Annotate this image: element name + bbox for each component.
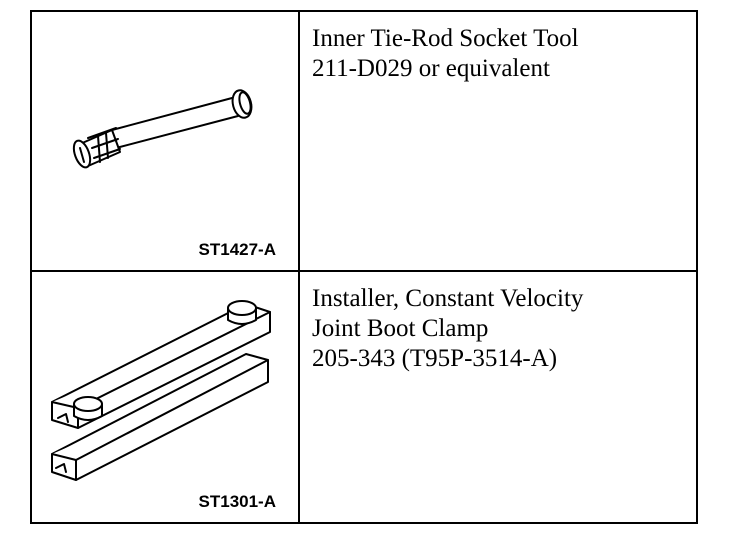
boot-clamp-installer-icon	[51, 300, 271, 481]
tool-row-boot-clamp-installer: ST1301-A Installer, Constant Velocity Jo…	[32, 272, 696, 522]
description-cell: Inner Tie-Rod Socket Tool 211-D029 or eq…	[300, 12, 696, 270]
illustration-cell: ST1301-A	[32, 272, 300, 522]
illustration-cell: ST1427-A	[32, 12, 300, 270]
description-cell: Installer, Constant Velocity Joint Boot …	[300, 272, 696, 522]
tool-number-line: 211-D029 or equivalent	[312, 55, 550, 82]
tie-rod-socket-tool-icon	[72, 89, 253, 169]
figure-code: ST1301-A	[198, 492, 276, 511]
special-tools-table: ST1427-A Inner Tie-Rod Socket Tool 211-D…	[30, 10, 698, 524]
tool-name-line-1: Installer, Constant Velocity	[312, 285, 584, 312]
figure-code: ST1427-A	[198, 240, 276, 259]
tool-name-line-1: Inner Tie-Rod Socket Tool	[312, 25, 579, 52]
tool-row-tie-rod-socket: ST1427-A Inner Tie-Rod Socket Tool 211-D…	[32, 12, 696, 272]
tool-number-line: 205-343 (T95P-3514-A)	[312, 345, 558, 372]
tool-name-line-2: Joint Boot Clamp	[312, 315, 489, 342]
